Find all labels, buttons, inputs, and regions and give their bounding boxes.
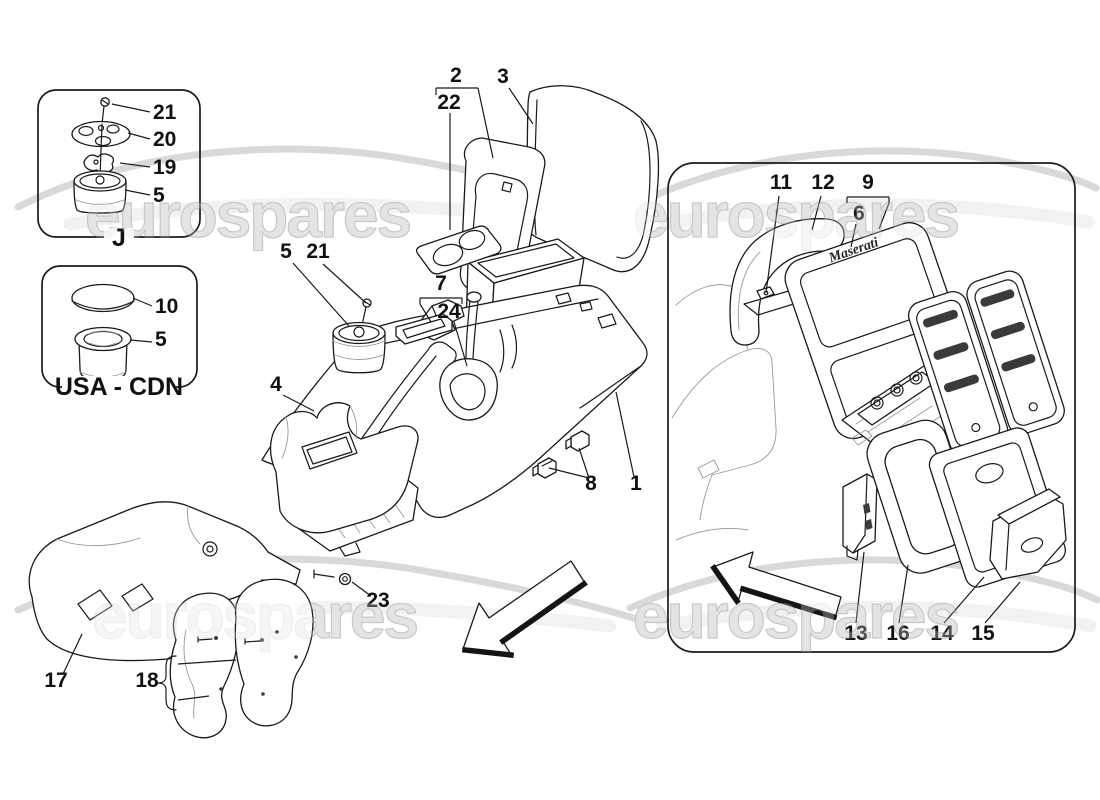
rear-ashtray-assembly [842,419,1067,588]
watermark-over-layer: eurospares eurospares eurospares eurospa… [84,178,960,652]
ashtray-drawer [989,488,1067,580]
spring-clip-part [83,153,115,174]
callout-9: 9 [846,171,890,230]
gear-boot-cover [269,402,419,534]
svg-text:18: 18 [135,669,159,692]
fixing-screw-nut [313,569,352,586]
callout-10: 10 [155,295,178,318]
svg-text:23: 23 [366,589,389,612]
callout-21: 21 [306,240,367,304]
callout-18: 18 [135,655,237,711]
svg-text:22: 22 [437,91,460,114]
callout-13: 13 [844,551,868,645]
ashtray-cover-part [71,283,135,313]
svg-text:6: 6 [853,202,865,225]
callout-2: 2 [435,64,494,159]
svg-text:11: 11 [770,171,793,194]
fixing-clips [532,430,590,479]
inset-direction-arrow [710,551,842,621]
callout-19: 19 [153,156,176,179]
callout-5: 5 [153,184,165,207]
callout-7: 7 [419,272,463,323]
insulation-panels [169,578,314,739]
watermark-text: eurospares [85,179,410,251]
callout-3: 3 [497,65,534,125]
ashtray-cup-part [73,123,127,214]
callout-1: 1 [615,391,642,495]
main-exploded-view: 2 22 3 5 21 7 24 4 [28,64,660,739]
screw-part [100,97,110,125]
svg-text:15: 15 [971,622,995,645]
svg-text:17: 17 [44,669,67,692]
svg-text:2: 2 [450,64,462,87]
support-bracket [395,299,465,345]
watermark-text: eurospares [92,580,417,652]
ashtray-inset-box-j: 21 20 19 5 J [37,89,201,252]
inset-usa-label: USA - CDN [55,373,183,401]
mounting-bracket [842,473,878,561]
svg-text:16: 16 [886,622,909,645]
callout-17: 17 [44,633,83,692]
callout-16: 16 [886,564,910,645]
callout-4: 4 [270,373,315,412]
svg-text:4: 4 [270,373,282,396]
callout-8: 8 [548,447,597,495]
svg-text:3: 3 [497,65,509,88]
svg-text:13: 13 [844,622,867,645]
console-detail-inset-box: Maserati [667,162,1076,653]
watermark-text: eurospares [633,580,958,652]
callout-24: 24 [437,300,468,367]
usa-cdn-inset-box: 10 5 USA - CDN [41,265,198,401]
callout-5: 5 [280,240,350,327]
watermark-text: eurospares [85,179,410,251]
cup-holder-tray [415,225,502,275]
svg-text:14: 14 [930,622,954,645]
svg-text:24: 24 [437,300,461,323]
callout-23: 23 [351,581,390,612]
svg-text:5: 5 [280,240,292,263]
callout-15: 15 [971,581,1021,645]
ashtray-cup-part [74,326,132,379]
callout-22: 22 [437,91,461,230]
svg-text:7: 7 [435,272,447,295]
svg-text:1: 1 [630,472,642,495]
direction-arrow [461,560,588,659]
callout-11: 11 [765,171,793,294]
ashtray-cup-with-screw [332,298,386,374]
watermark-text: eurospares [633,179,958,251]
callout-20: 20 [153,128,176,151]
svg-text:9: 9 [862,171,874,194]
callout-14: 14 [930,576,985,645]
callout-12: 12 [811,171,835,231]
callout-6: 6 [850,202,865,248]
svg-text:21: 21 [306,240,330,263]
svg-text:12: 12 [811,171,834,194]
callout-5: 5 [155,328,167,351]
inset-j-label: J [112,224,126,252]
armrest-lid [523,85,660,273]
svg-text:8: 8 [585,472,597,495]
callout-21: 21 [153,101,177,124]
interior-context-outline [671,284,777,541]
